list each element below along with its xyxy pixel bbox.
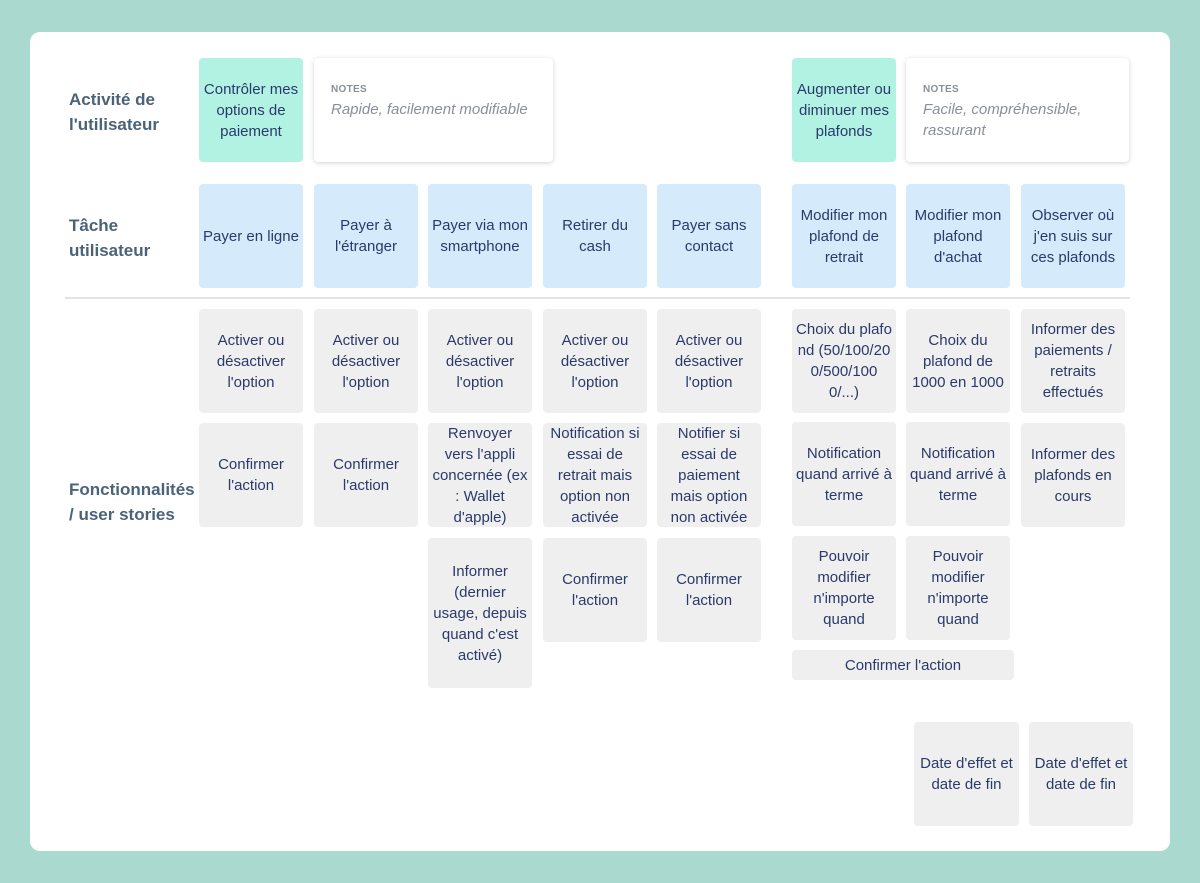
story-card[interactable]: Notification quand arrivé à terme: [906, 422, 1010, 526]
story-card[interactable]: Activer ou désactiver l'option: [314, 309, 418, 413]
note-title: NOTES: [331, 84, 367, 95]
note-body: Facile, compréhensible, rassurant: [923, 101, 1082, 139]
note-title: NOTES: [923, 84, 959, 95]
note-card-options-paiement[interactable]: NOTES Rapide, facilement modifiable: [314, 58, 553, 162]
note-card-plafonds[interactable]: NOTES Facile, compréhensible, rassurant: [906, 58, 1129, 162]
story-card-confirm-wide[interactable]: Confirmer l'action: [792, 650, 1014, 680]
task-card-retirer-cash[interactable]: Retirer du cash: [543, 184, 647, 288]
row-label-tache: Tâche utilisateur: [69, 216, 151, 260]
story-card[interactable]: Confirmer l'action: [657, 538, 761, 642]
story-card[interactable]: Pouvoir modifier n'importe quand: [906, 536, 1010, 640]
story-card[interactable]: Informer des plafonds en cours: [1021, 423, 1125, 527]
task-card-payer-en-ligne[interactable]: Payer en ligne: [199, 184, 303, 288]
story-card[interactable]: Notifier si essai de paiement mais optio…: [657, 423, 761, 527]
story-card[interactable]: Activer ou désactiver l'option: [199, 309, 303, 413]
story-card[interactable]: Activer ou désactiver l'option: [428, 309, 532, 413]
row-label-activite: Activité de l'utilisateur: [69, 90, 160, 134]
story-card-date-effet[interactable]: Date d'effet et date de fin: [914, 722, 1019, 826]
story-card[interactable]: Notification si essai de retrait mais op…: [543, 423, 647, 527]
story-card[interactable]: Confirmer l'action: [199, 423, 303, 527]
story-card[interactable]: Renvoyer vers l'appli concernée (ex : Wa…: [428, 423, 532, 527]
divider: [65, 297, 1130, 299]
activity-card-plafonds[interactable]: Augmenter ou diminuer mes plafonds: [792, 58, 896, 162]
task-card-plafond-retrait[interactable]: Modifier mon plafond de retrait: [792, 184, 896, 288]
row-label-fonctionnalites: Fonctionnalités / user stories: [69, 480, 195, 524]
activity-card-options-paiement[interactable]: Contrôler mes options de paiement: [199, 58, 303, 162]
story-card[interactable]: Notification quand arrivé à terme: [792, 422, 896, 526]
task-card-payer-sans-contact[interactable]: Payer sans contact: [657, 184, 761, 288]
task-card-payer-smartphone[interactable]: Payer via mon smartphone: [428, 184, 532, 288]
story-card-date-effet[interactable]: Date d'effet et date de fin: [1029, 722, 1133, 826]
story-card[interactable]: Choix du plafond (50/100/200/500/1000/..…: [792, 309, 896, 413]
task-card-observer-plafonds[interactable]: Observer où j'en suis sur ces plafonds: [1021, 184, 1125, 288]
story-card[interactable]: Pouvoir modifier n'importe quand: [792, 536, 896, 640]
story-card[interactable]: Confirmer l'action: [543, 538, 647, 642]
story-card[interactable]: Activer ou désactiver l'option: [657, 309, 761, 413]
task-card-payer-etranger[interactable]: Payer à l'étranger: [314, 184, 418, 288]
story-card[interactable]: Informer des paiements / retraits effect…: [1021, 309, 1125, 413]
note-body: Rapide, facilement modifiable: [331, 101, 528, 118]
task-card-plafond-achat[interactable]: Modifier mon plafond d'achat: [906, 184, 1010, 288]
story-card[interactable]: Confirmer l'action: [314, 423, 418, 527]
story-card[interactable]: Informer (dernier usage, depuis quand c'…: [428, 538, 532, 688]
story-card[interactable]: Choix du plafond de 1000 en 1000: [906, 309, 1010, 413]
story-card[interactable]: Activer ou désactiver l'option: [543, 309, 647, 413]
